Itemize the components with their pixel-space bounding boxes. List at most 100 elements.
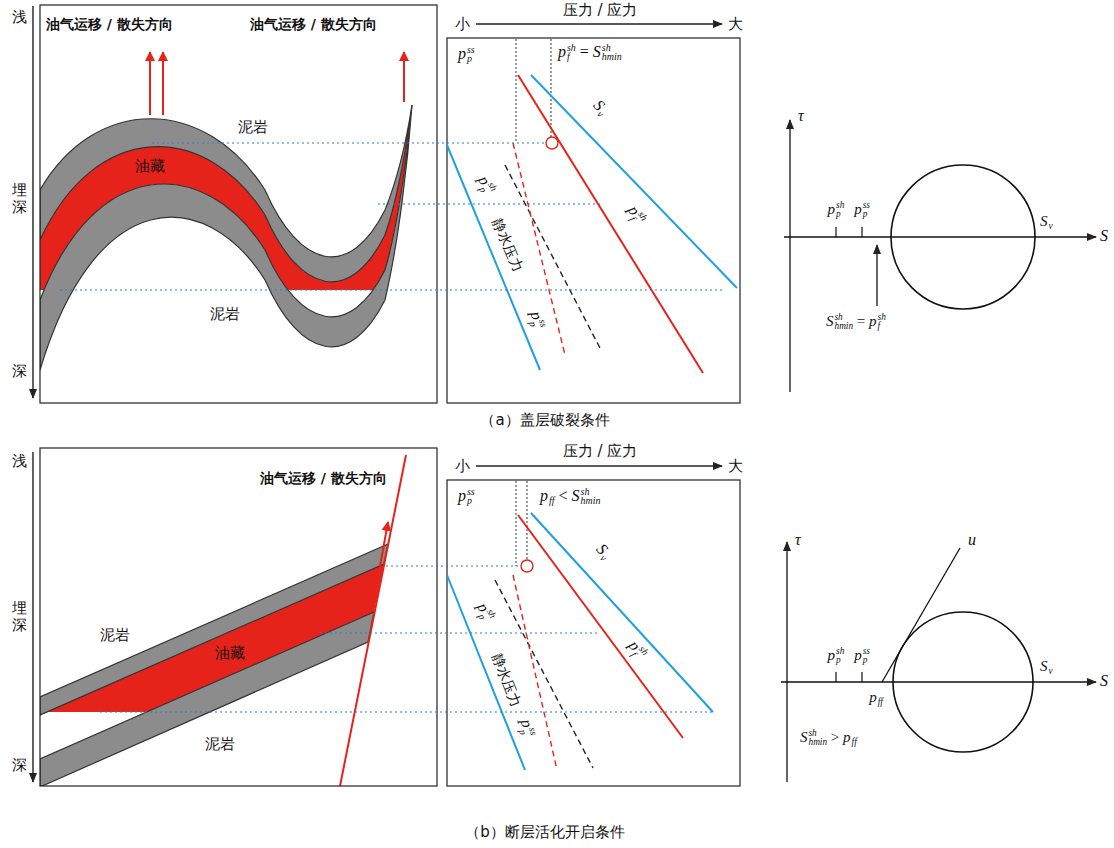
text-label: 泥岩: [100, 626, 130, 644]
symbol-scripts: shf: [878, 313, 886, 332]
symbol-subscript: p: [836, 210, 844, 219]
symbol-base: p: [828, 201, 836, 217]
symbol-base: p: [458, 487, 466, 504]
text-label: 油藏: [215, 644, 245, 662]
text-label: τ: [795, 530, 801, 549]
symbol-scripts: shf: [567, 43, 576, 63]
label-text: （b）断层活化开启条件: [465, 823, 625, 841]
text-label: （b）断层活化开启条件: [465, 823, 625, 841]
label-text: 浅: [12, 452, 27, 470]
depth-axis: [32, 452, 33, 782]
depth-axis: [33, 452, 34, 782]
symbol-scripts: ssp: [467, 45, 475, 65]
mohr-diagram: [789, 120, 790, 392]
symbol-base: S: [800, 729, 808, 745]
text-label: 压力 / 应力: [563, 442, 638, 460]
math-label: Sv: [590, 539, 616, 565]
pressure-lines: [447, 481, 713, 770]
pressure-axis: [476, 465, 722, 466]
symbol-subscript: p: [467, 496, 475, 506]
symbol-subscript: f: [878, 322, 886, 331]
panel-frame: [447, 38, 740, 403]
symbol-scripts: ssp: [863, 647, 870, 666]
symbol-base: p: [854, 201, 862, 217]
depth-guide: [60, 143, 725, 290]
symbol-superscript: ss: [863, 647, 870, 656]
depth-guide: [100, 711, 713, 712]
migration-arrow: [150, 52, 404, 115]
pressure-lines: [531, 513, 713, 712]
text-label: 静水压力: [488, 214, 526, 275]
symbol-subscript: f: [567, 52, 576, 62]
symbol-superscript: sh: [567, 43, 576, 53]
symbol-subscript: p: [467, 54, 475, 64]
symbol-base: p: [828, 647, 836, 663]
math-label: Sshhmin=pshf: [826, 312, 886, 332]
mohr-diagram: [893, 612, 1033, 752]
symbol-base: p: [558, 43, 566, 60]
math-label: pshf=Sshhmin: [558, 42, 622, 62]
depth-guide: [60, 289, 725, 290]
vertical-text: 埋深: [12, 182, 27, 215]
depth-axis: [32, 6, 33, 398]
text-label: 深: [12, 756, 27, 774]
pressure-lines: [513, 143, 565, 355]
mohr-diagram: [861, 227, 862, 237]
math-label: pshp: [471, 598, 499, 627]
text-label: 大: [728, 457, 743, 475]
symbol-subscript: ff: [878, 697, 883, 707]
migration-arrow: [403, 52, 405, 102]
text-label: S: [1100, 671, 1108, 690]
vertical-text: 埋深: [12, 600, 27, 633]
math-label: pssp: [525, 308, 549, 333]
symbol-base: S: [572, 487, 580, 504]
symbol-subscript: hmin: [602, 52, 622, 62]
symbol-scripts: ssp: [863, 201, 870, 220]
label-text: 深: [12, 362, 27, 380]
text-label: 油藏: [135, 157, 165, 175]
label-text: u: [968, 531, 976, 548]
symbol-superscript: ss: [863, 201, 870, 210]
symbol-subscript: p: [863, 656, 870, 665]
pressure-lines: [527, 481, 528, 560]
pressure-axis: [476, 24, 722, 25]
mohr-diagram: [781, 681, 1096, 682]
symbol-subscript: ff: [852, 737, 857, 747]
math-label: pshf: [622, 200, 650, 229]
symbol-base: S: [1040, 213, 1048, 229]
symbol-superscript: sh: [581, 487, 601, 497]
symbol-scripts: shp: [836, 647, 844, 666]
oil-reservoir: [40, 105, 412, 290]
pressure-axis: [476, 23, 722, 24]
text-label: 泥岩: [205, 735, 235, 753]
operator: =: [857, 313, 865, 329]
math-label: pssp: [458, 44, 475, 64]
operator: >: [831, 729, 839, 745]
fold-section: [40, 105, 412, 370]
symbol-subscript: p: [517, 729, 528, 739]
mohr-diagram: [891, 165, 1035, 309]
text-label: 深: [12, 362, 27, 380]
vertical-label: 埋深: [12, 182, 27, 215]
label-text: τ: [795, 531, 801, 548]
mudstone-band: [40, 105, 412, 370]
math-label: pshf: [623, 635, 652, 664]
text-label: 小: [455, 457, 470, 475]
panel-frame: [40, 448, 437, 786]
depth-guide: [152, 142, 545, 143]
symbol-scripts: shhmin: [809, 729, 828, 748]
pressure-lines: [513, 575, 557, 770]
symbol-superscript: sh: [836, 201, 844, 210]
mohr-diagram: [861, 672, 862, 682]
mohr-diagram: [786, 542, 787, 782]
label-text: 浅: [12, 8, 27, 26]
math-label: pssp: [515, 716, 539, 741]
operator: =: [580, 43, 589, 60]
symbol-superscript: sh: [809, 729, 828, 738]
panel-frame: [40, 5, 437, 403]
symbol-base: S: [1040, 658, 1048, 674]
label-text: 深: [12, 756, 27, 774]
symbol-subscript: p: [528, 321, 539, 331]
label-text: 压力 / 应力: [563, 1, 638, 19]
symbol-scripts: shhmin: [602, 43, 622, 63]
